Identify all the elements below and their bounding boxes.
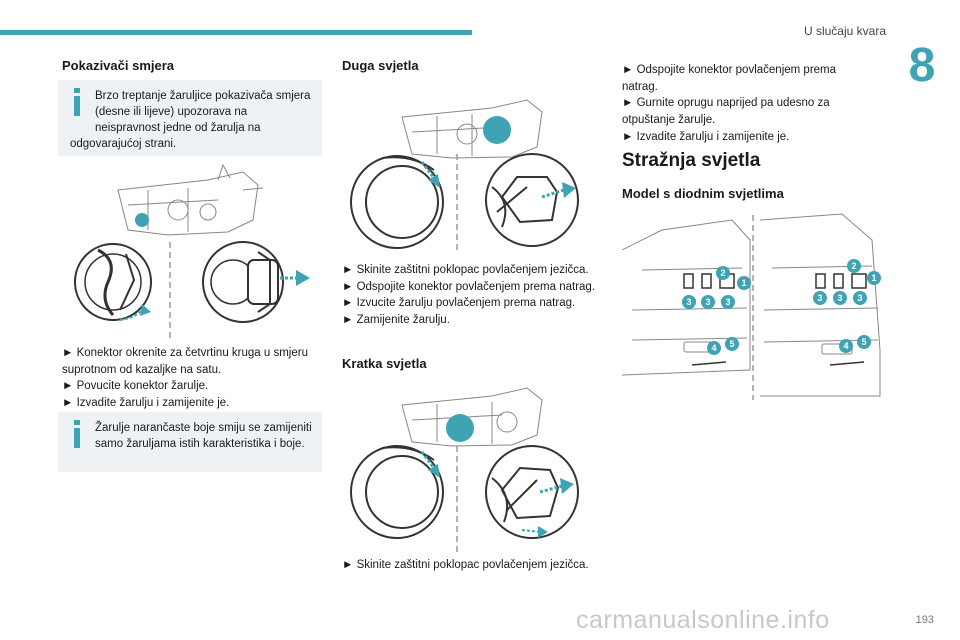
step-text: ► Izvadite žarulju i zamijenite je. [622,130,790,143]
turn-signal-illustration [74,163,310,340]
step-text: ► Skinite zaštitni poklopac povlačenjem … [342,559,589,571]
callout-markers [682,259,881,355]
callout-label: 5 [729,339,734,349]
low-beam-illustration [350,387,579,552]
callout-label: 3 [817,293,822,303]
high-beam-illustration [350,99,579,252]
info-note-orange-bulbs: Žarulje narančaste boje smiju se zamijen… [58,412,322,472]
chapter-number: 8 [908,39,936,92]
callout-label: 3 [725,297,730,307]
heading-turn-signals: Pokazivači smjera [62,58,175,73]
heading-rear-lights: Stražnja svjetla [622,150,761,171]
callout-label: 3 [857,293,862,303]
watermark: carmanualsonline.info [576,606,830,634]
step-text: ► Gurnite oprugu naprijed pa udesno za o… [622,97,830,127]
step-text: ► Zamijenite žarulju. [342,314,450,327]
cover-detail [350,445,444,539]
callout-label: 2 [851,261,856,271]
callout-label: 4 [843,341,848,351]
rear-lights-illustration: 2 1 3 3 3 4 5 2 1 3 3 3 4 5 [622,213,881,400]
callout-label: 3 [686,297,691,307]
info-icon [70,420,92,454]
cover-detail [350,155,444,249]
callout-label: 1 [741,278,746,288]
bulb-detail-right [202,241,310,323]
heading-high-beam: Duga svjetla [342,58,419,73]
info-note-turn-signals: Brzo treptanje žaruljice pokazivača smje… [58,80,322,156]
heading-low-beam: Kratka svjetla [342,356,427,371]
heading-led-model: Model s diodnim svjetlima [622,186,784,201]
callout-label: 1 [871,273,876,283]
header-accent-bar [0,30,472,35]
headlamp-outline [117,163,264,236]
connector-detail [485,445,579,539]
bulb-location-marker [135,213,149,227]
bulb-location-marker [446,414,474,442]
info-icon [70,88,92,122]
step-text: ► Skinite zaštitni poklopac povlačenjem … [342,264,589,276]
step-text: ► Povucite konektor žarulje. [62,380,209,393]
info-note-text: Žarulje narančaste boje smiju se zamijen… [95,422,312,451]
callout-label: 4 [711,343,716,353]
callout-label: 3 [837,293,842,303]
info-note-text: Brzo treptanje žaruljice pokazivača smje… [70,90,311,151]
bulb-location-marker [483,116,511,144]
callout-label: 5 [861,337,866,347]
step-text: ► Izvucite žarulju povlačenjem prema nat… [342,297,576,310]
section-title: U slučaju kvara [803,24,886,38]
step-text: ► Odspojite konektor povlačenjem prema n… [622,64,837,93]
callout-label: 2 [720,268,725,278]
page-number: 193 [915,614,934,626]
low-beam-steps: ► Skinite zaštitni poklopac povlačenjem … [342,557,612,574]
step-text: ► Odspojite konektor povlačenjem prema n… [342,280,596,293]
connector-detail [485,153,579,247]
connector-detail-left [74,243,152,321]
turn-signal-steps: ► Konektor okrenite za četvrtinu kruga u… [62,345,324,412]
step-text: ► Konektor okrenite za četvrtinu kruga u… [62,347,308,376]
high-beam-steps: ► Skinite zaštitni poklopac povlačenjem … [342,262,612,329]
step-text: ► Izvadite žarulju i zamijenite je. [62,397,230,410]
low-beam-steps-continued: ► Odspojite konektor povlačenjem prema n… [622,62,872,145]
callout-label: 3 [705,297,710,307]
